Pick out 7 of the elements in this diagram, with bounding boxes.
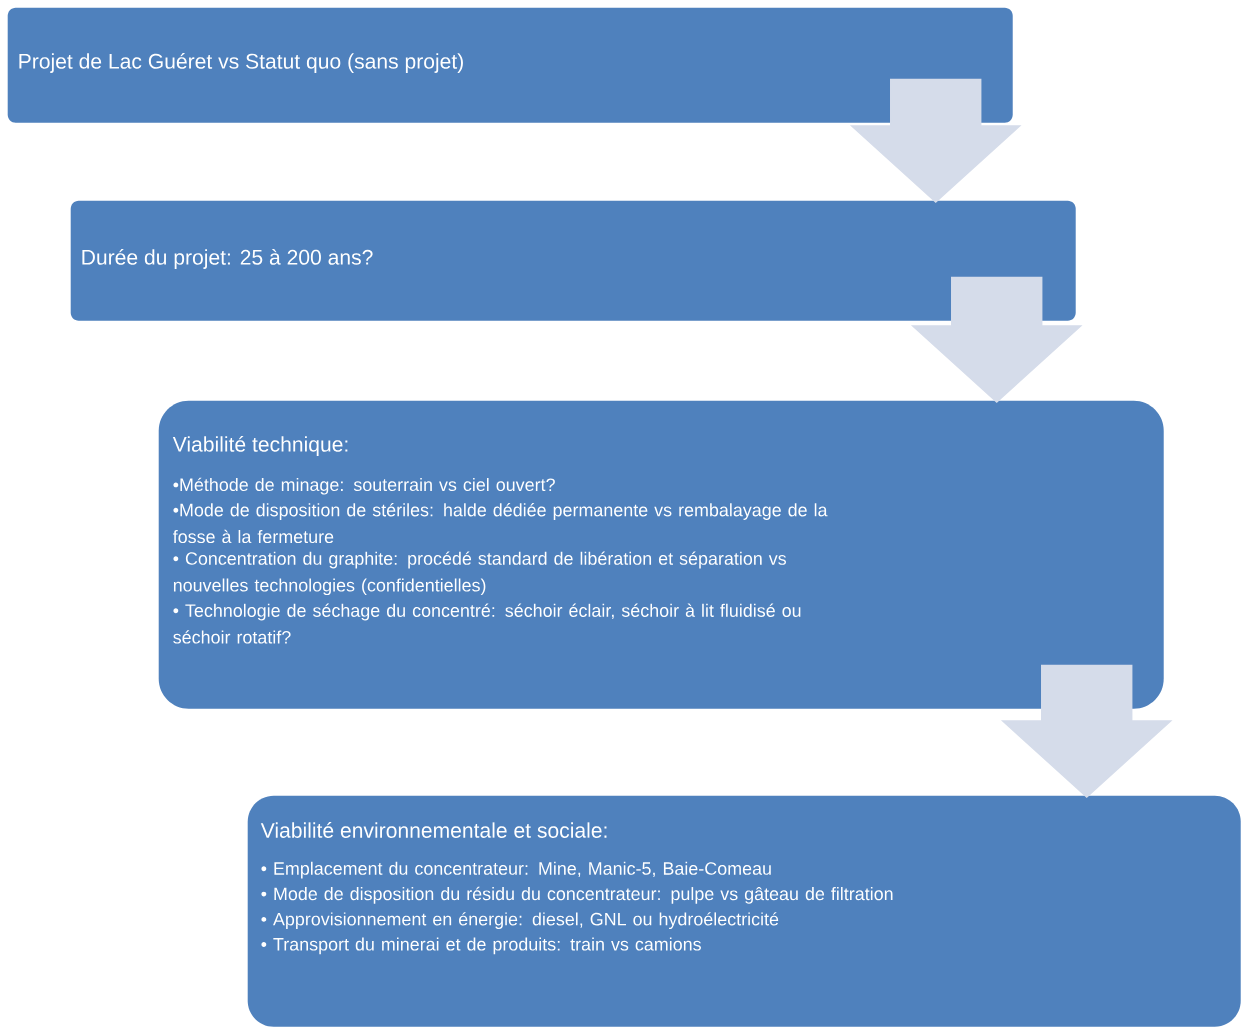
process-box: Projet de Lac Guéret vs Statut quo (sans projet) — [7, 7, 1013, 123]
arrow — [849, 78, 1022, 203]
arrow — [1000, 664, 1173, 798]
process-box: Viabilité environnementale et sociale: • Emplacement du concentrateur: Mine, Manic-5, Baie-Comeau • Mode de disposition du résidu du concentrateur: pulpe vs gâteau de filtration • Approvisionnement en énergie: diesel, GNL ou hydroélectricité • Transport du minerai et de produits: train vs camions — [247, 795, 1241, 1027]
process-box: Durée du projet: 25 à 200 ans? — [70, 200, 1076, 321]
process-box: Viabilité technique: •Méthode de minage: souterrain vs ciel ouvert? •Mode de disposition de stériles: halde dédiée permanente vs rembalayage de la fosse à la fermeture • Concentration du graphite: procédé standard de libération et séparation vs nouvelles technologies (confidentielles) • Technologie de séchage du concentré: séchoir éclair, séchoir à lit fluidisé ou séchoir rotatif? — [158, 400, 1164, 709]
arrow — [910, 276, 1083, 403]
